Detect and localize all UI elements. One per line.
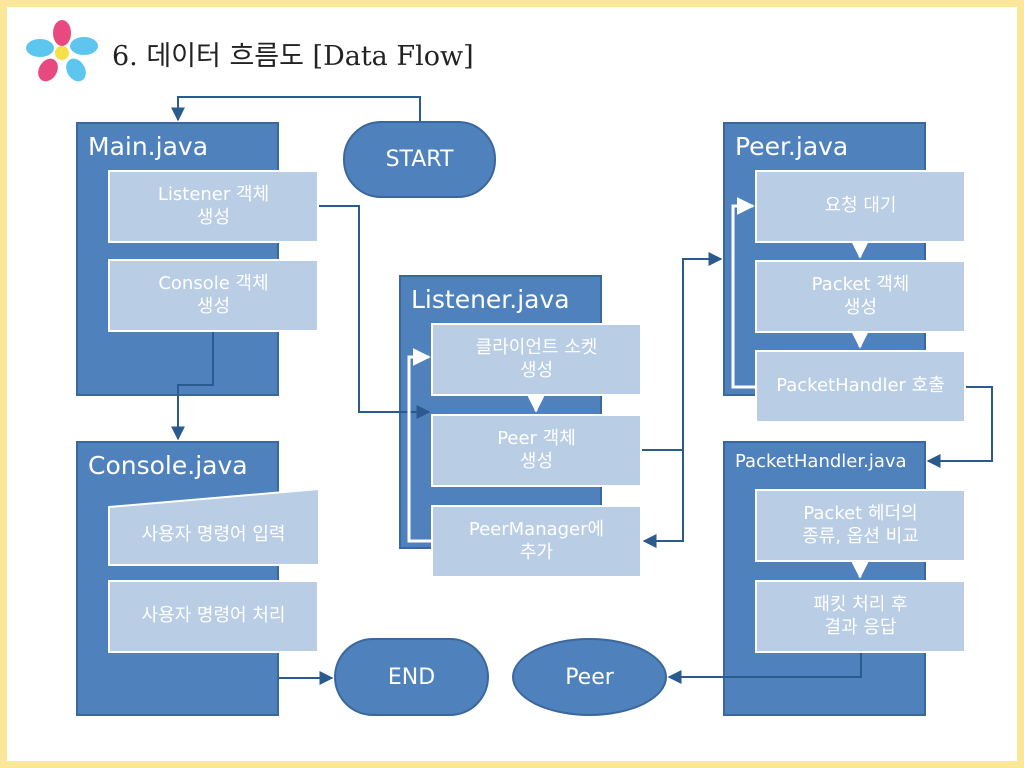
start-terminal: START	[343, 121, 496, 198]
listener-peer-box: Peer 객체 생성	[431, 414, 642, 487]
listener-manager-box: PeerManager에 추가	[431, 505, 642, 578]
packethandler-java-title: PacketHandler.java	[735, 451, 907, 472]
handler-compare-box: Packet 헤더의 종류, 옵션 비교	[755, 489, 966, 562]
flower-logo-icon	[26, 20, 98, 82]
main-console-create-box: Console 객체 생성	[108, 259, 319, 332]
listener-java-title: Listener.java	[411, 285, 570, 314]
console-process-box: 사용자 명령어 처리	[108, 580, 319, 653]
arrow-start-to-main	[171, 96, 421, 122]
main-listener-create-box: Listener 객체 생성	[108, 170, 319, 243]
packethandler-java-panel: PacketHandler.java	[723, 441, 926, 716]
main-java-title: Main.java	[88, 132, 209, 161]
console-input-box: 사용자 명령어 입력	[141, 523, 286, 545]
slide-title: 6. 데이터 흐름도 [Data Flow]	[112, 41, 474, 72]
end-terminal: END	[334, 638, 489, 716]
arrow-listener-to-peer	[642, 252, 723, 451]
peer-java-title: Peer.java	[735, 132, 849, 161]
peer-handler-box: PacketHandler 호출	[755, 350, 966, 423]
peer-terminal: Peer	[512, 638, 667, 716]
peer-wait-box: 요청 대기	[755, 170, 966, 243]
console-java-panel: Console.java	[76, 441, 279, 716]
handler-respond-box: 패킷 처리 후 결과 응답	[755, 580, 966, 653]
arrow-peer-to-manager	[642, 450, 684, 548]
console-java-title: Console.java	[88, 451, 248, 480]
listener-socket-box: 클라이언트 소켓 생성	[431, 323, 642, 396]
peer-packet-box: Packet 객체 생성	[755, 260, 966, 333]
